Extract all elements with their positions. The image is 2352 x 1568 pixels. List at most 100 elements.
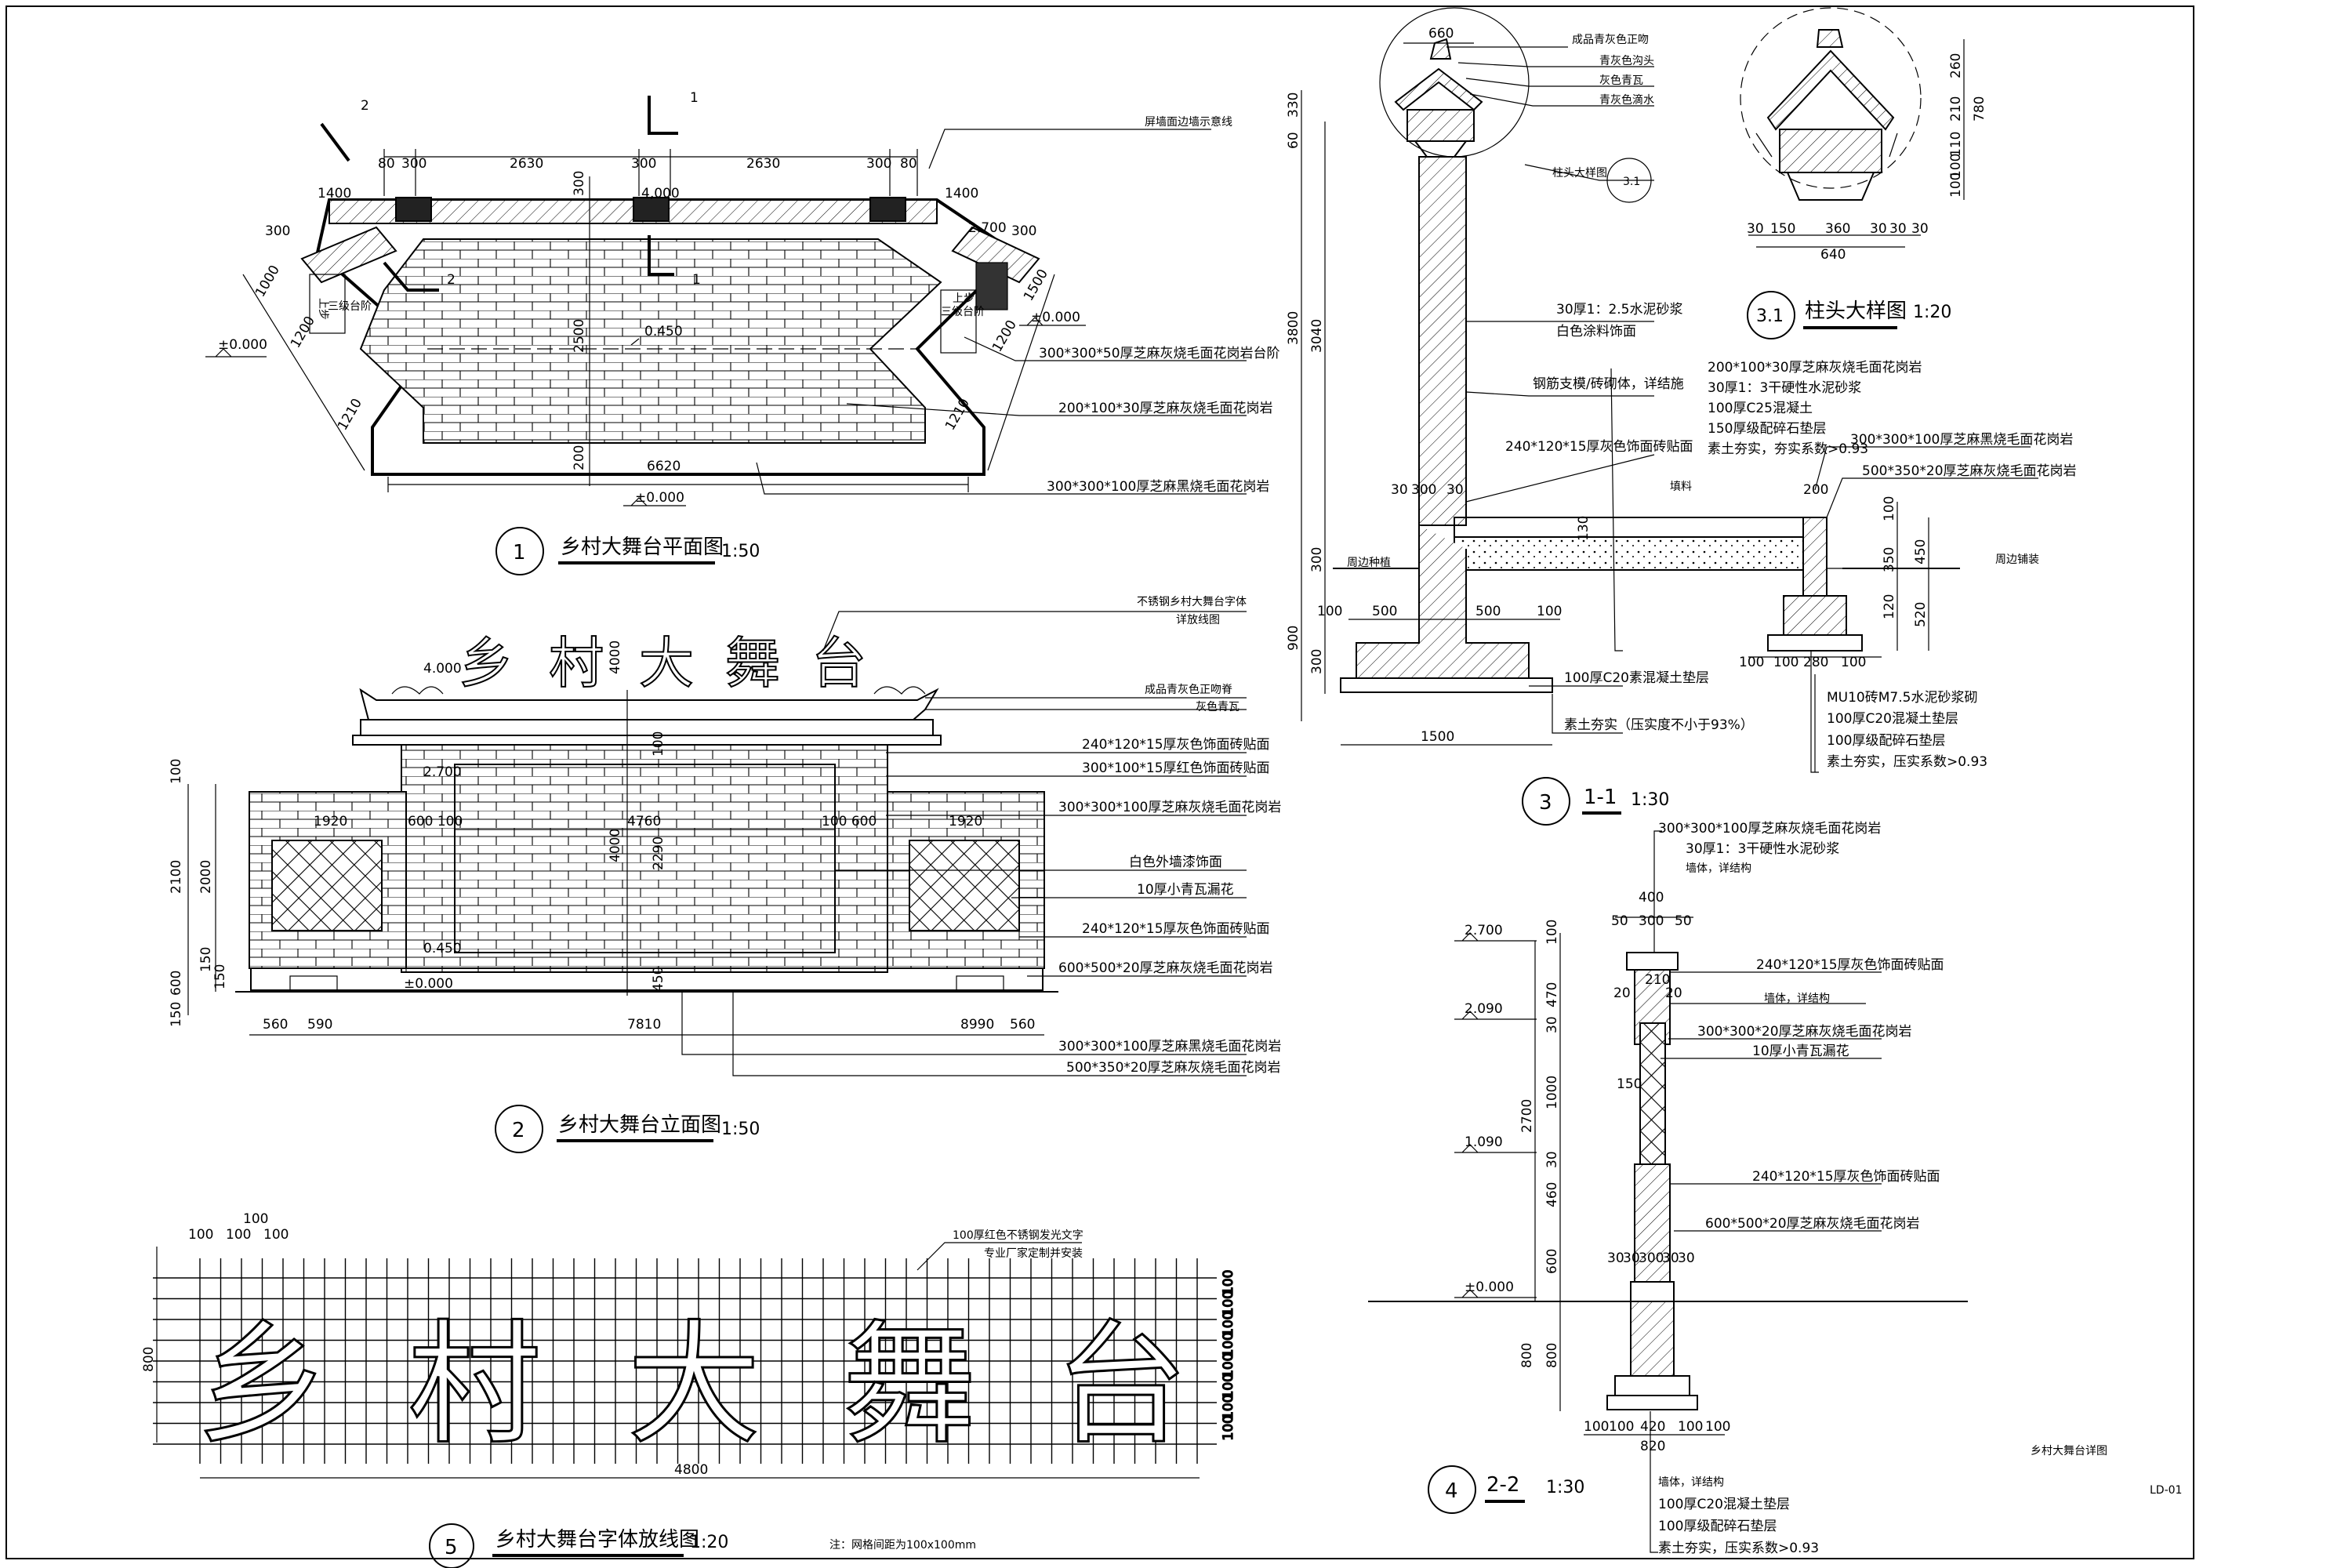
plan-title-scale: 1:50 xyxy=(721,542,760,561)
elev-dim-1920b: 1920 xyxy=(949,814,982,829)
section-2-2: 2.700 2.090 1.090 ±0.000 400 50 300 50 1… xyxy=(1368,821,1968,1556)
section22-dim-top-3: 50 xyxy=(1675,913,1692,929)
plan-dim-300r: 300 xyxy=(1011,223,1036,239)
cut-2-top xyxy=(320,122,350,162)
elev-dim-4760: 4760 xyxy=(627,814,661,829)
letters-dim-top-1: 100 xyxy=(226,1227,251,1243)
plan-dim-top-6: 80 xyxy=(900,156,917,172)
plan-dim-top-1: 300 xyxy=(401,156,426,172)
section22-dim-inner-2: 20 xyxy=(1665,985,1682,1001)
cut-2-bottom xyxy=(383,261,439,292)
section11-dim-right-4: 520 xyxy=(1913,602,1929,627)
section11-dim-left-0: 330 xyxy=(1286,93,1301,118)
plan-lvl-right: ±0.000 xyxy=(1031,310,1080,325)
letters-note-1: 专业厂家定制并安装 xyxy=(984,1247,1083,1260)
detail31-title: 柱头大样图 xyxy=(1805,299,1907,323)
elev-dim-left-4: 150 xyxy=(212,964,228,989)
section11-dim-200: 200 xyxy=(1803,482,1828,498)
section11-note-12: 素土夯实，夯实系数>0.93 xyxy=(1708,441,1868,457)
elev-note-4: 240*120*15厚灰色饰面砖贴面 xyxy=(1082,737,1270,753)
elev-dim-bot-4: 560 xyxy=(1010,1017,1035,1033)
section11-note-15: 100厚C20素混凝土垫层 xyxy=(1564,670,1709,686)
detail31-dim-640: 640 xyxy=(1820,247,1846,263)
elev-note-12: 500*350*20厚芝麻灰烧毛面花岗岩 xyxy=(1066,1060,1281,1076)
section11-note-22: 素土夯实，压实系数>0.93 xyxy=(1827,754,1987,770)
cut-2a: 2 xyxy=(361,98,369,114)
plan-dim-top-4: 2630 xyxy=(746,156,780,172)
elev-note-9: 240*120*15厚灰色饰面砖贴面 xyxy=(1082,921,1270,937)
elev-note-1: 详放线图 xyxy=(1176,614,1220,626)
sheet-border xyxy=(5,5,2194,1559)
section11-note-3: 青灰色滴水 xyxy=(1599,93,1654,107)
section22-lvl-0: 2.700 xyxy=(1465,923,1503,938)
letter-char-2: 大 xyxy=(627,1308,760,1463)
letters-dim-right: 100 xyxy=(1221,1332,1236,1357)
letters-dim-right: 100 xyxy=(1221,1290,1236,1316)
section11-dim-right-2: 450 xyxy=(1913,539,1929,564)
section11-dim-top-0: 30 xyxy=(1391,482,1408,498)
section11-note-13: 300*300*100厚芝麻黑烧毛面花岗岩 xyxy=(1850,432,2073,448)
letter-char-4: 台 xyxy=(1054,1308,1188,1463)
detail31-dim-bot-2: 360 xyxy=(1825,221,1850,237)
section11-fill: 填料 xyxy=(1670,481,1692,493)
section11-dim-left-6: 300 xyxy=(1309,649,1325,674)
letters-dim-right: 100 xyxy=(1221,1395,1236,1420)
detail31-dim-bot-0: 30 xyxy=(1747,221,1764,237)
plan-dim-1000l: 1000 xyxy=(252,263,283,299)
section11-planting: 周边种植 xyxy=(1347,557,1391,569)
section22-dim-inner-3: 150 xyxy=(1617,1076,1642,1092)
section11-callout: 柱头大样图 xyxy=(1552,167,1607,180)
section22-note-8: 600*500*20厚芝麻灰烧毛面花岗岩 xyxy=(1705,1216,1920,1232)
sheet-code: LD-01 xyxy=(2150,1484,2182,1497)
letters-dim-top-0: 100 xyxy=(188,1227,213,1243)
plan-lvl-left: ±0.000 xyxy=(218,337,267,353)
plan-step-note-left: 三级台阶 xyxy=(328,300,372,313)
section11-note-11: 150厚级配碎石垫层 xyxy=(1708,421,1826,437)
section11-note-21: 100厚级配碎石垫层 xyxy=(1827,733,1945,749)
elev-lattice-left xyxy=(271,840,383,931)
section22-dim-left-1: 470 xyxy=(1544,982,1560,1007)
section22-lvl-3: ±0.000 xyxy=(1465,1279,1514,1295)
detail31-title-num: 3.1 xyxy=(1756,307,1784,326)
section22-dim-bot-1: 100 xyxy=(1609,1419,1634,1435)
section22-title-num: 4 xyxy=(1445,1479,1458,1503)
elev-dim-left-5: 600 xyxy=(169,971,184,996)
plan-dim-top-5: 300 xyxy=(866,156,891,172)
letters-dim-top-2: 100 xyxy=(243,1211,268,1227)
plan-dim-1210l: 1210 xyxy=(335,396,365,433)
section22-note-6: 10厚小青瓦漏花 xyxy=(1752,1044,1849,1059)
detail31-dim-bot-1: 150 xyxy=(1770,221,1795,237)
section22-dim-left-8: 800 xyxy=(1519,1343,1535,1368)
section-1-1: 660 330 60 3800 3040 300 900 300 周边种植 30… xyxy=(1286,7,2077,826)
elev-lvl-4000: 4.000 xyxy=(423,661,462,677)
section11-dim-right-1: 350 xyxy=(1882,547,1897,572)
plan-dim-2700: 2.700 xyxy=(968,220,1007,236)
plan-title: 乡村大舞台平面图 xyxy=(561,535,724,559)
section22-note-7: 240*120*15厚灰色饰面砖贴面 xyxy=(1752,1169,1940,1185)
elev-dim-1920a: 1920 xyxy=(314,814,347,829)
plan-dim-2500: 2500 xyxy=(572,319,587,353)
section11-title-num: 3 xyxy=(1539,791,1552,815)
section22-dim-bot-4: 100 xyxy=(1705,1419,1730,1435)
section22-dim-mid-1: 30 xyxy=(1623,1250,1640,1266)
section11-dim-bot-1: 500 xyxy=(1372,604,1397,619)
section11-dim-bot-3: 100 xyxy=(1537,604,1562,619)
elev-note-2: 成品青灰色正吻脊 xyxy=(1145,683,1232,696)
section11-dim-top-2: 30 xyxy=(1446,482,1464,498)
section22-dim-top-2: 300 xyxy=(1639,913,1664,929)
letters-dim-top-3: 100 xyxy=(263,1227,289,1243)
section22-dim-left-6: 600 xyxy=(1544,1249,1560,1274)
letter-char-1: 村 xyxy=(408,1308,541,1463)
section22-dim-left-2: 30 xyxy=(1544,1016,1560,1033)
plan-dim-1200l: 1200 xyxy=(288,314,318,350)
plan-dim-300l: 300 xyxy=(265,223,290,239)
elev-dim-450: 450 xyxy=(651,967,666,992)
section11-dim-left-2: 3800 xyxy=(1286,311,1301,345)
section22-dim-mid-0: 30 xyxy=(1607,1250,1624,1266)
elev-dim-2290: 2290 xyxy=(651,837,666,870)
section11-note-14: 500*350*20厚芝麻灰烧毛面花岗岩 xyxy=(1862,463,2077,479)
elev-dim-100v: 100 xyxy=(651,731,666,757)
elev-screen xyxy=(454,764,836,953)
cut-1-top xyxy=(648,96,678,135)
